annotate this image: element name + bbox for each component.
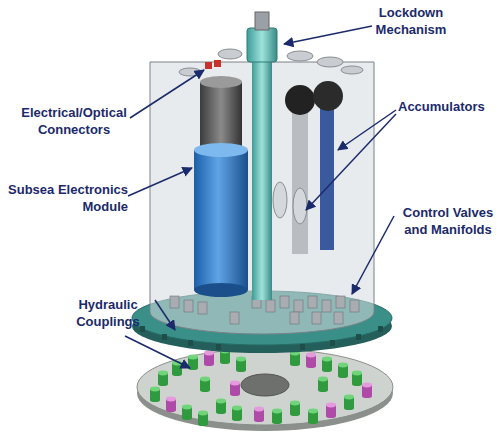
callout-label: Hydraulic Couplings [60, 296, 156, 330]
callout-label: Lockdown Mechanism [366, 4, 456, 38]
accumulator-bottle [273, 182, 287, 218]
lockdown-knob [255, 12, 269, 30]
control-valves [170, 296, 359, 324]
electronics-module-top [194, 143, 248, 157]
accumulator-rod [292, 104, 308, 254]
electrical-connectors [205, 60, 221, 69]
module-can-top [200, 76, 242, 88]
electronics-module [194, 150, 248, 290]
accumulator-sphere [285, 85, 315, 115]
electronics-module-bottom [194, 283, 248, 297]
lockdown-head [247, 28, 277, 62]
callout-label: Subsea Electronics Module [4, 181, 128, 215]
receiver-hole [241, 374, 289, 396]
accumulator-sphere [313, 81, 343, 111]
accumulator-rod [320, 100, 334, 250]
callout-label: Control Valves and Manifolds [396, 204, 500, 238]
leader-lines [125, 26, 396, 368]
accumulator-bottle [293, 188, 307, 224]
hydraulic-coupling-receptacles [150, 349, 372, 426]
callout-label: Electrical/Optical Connectors [18, 104, 130, 138]
callout-label: Accumulators [398, 98, 500, 115]
lockdown-shaft [252, 56, 272, 300]
